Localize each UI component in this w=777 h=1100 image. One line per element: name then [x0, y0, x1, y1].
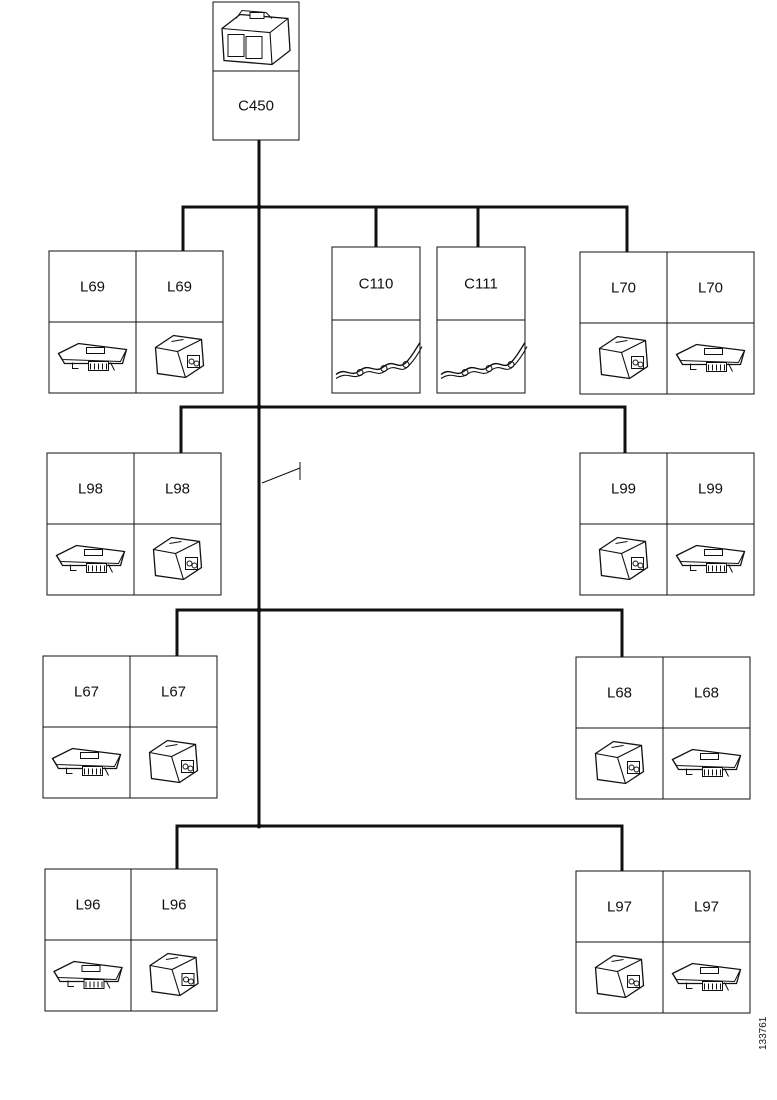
connector-label: L97 [607, 899, 632, 916]
connector-lines [175, 138, 629, 873]
connector-box-l97: L97 L97 [575, 870, 751, 1014]
connector-label: L98 [165, 481, 190, 498]
connector-label: L69 [80, 279, 105, 296]
connector-label: L70 [698, 280, 723, 297]
connector-label: L96 [75, 897, 100, 914]
junction-dot [256, 823, 262, 829]
junction-dot [256, 607, 262, 613]
connector-label: L70 [611, 280, 636, 297]
connector-box-l70: L70 L70 [579, 251, 755, 395]
connector-box-l68: L68 L68 [575, 656, 751, 800]
junction-dot [256, 204, 262, 210]
connector-box-c111: C111 [436, 246, 528, 394]
connector-label: C110 [359, 276, 394, 293]
connector-label: L99 [698, 481, 723, 498]
connector-label: L69 [167, 279, 192, 296]
connector-label: L68 [694, 685, 719, 702]
root-label: C450 [238, 98, 274, 115]
connector-label: L98 [78, 481, 103, 498]
connector-box-l96: L96 L96 [44, 868, 218, 1012]
connector-label: L67 [161, 684, 186, 701]
connector-label: L68 [607, 685, 632, 702]
connector-label: L99 [611, 481, 636, 498]
connector-box-l98: L98 L98 [46, 452, 222, 596]
callout-leader [261, 462, 301, 484]
connector-box-l99: L99 L99 [579, 452, 755, 596]
connector-label: L97 [694, 899, 719, 916]
junction-dot [256, 404, 262, 410]
connector-label: L67 [74, 684, 99, 701]
connector-label: L96 [161, 897, 186, 914]
connector-box-l69: L69 L69 [48, 250, 224, 394]
connector-box-l67: L67 L67 [42, 655, 218, 799]
root-connector-box: C450 [212, 1, 300, 141]
connector-label: C111 [464, 276, 498, 293]
connector-box-c110: C110 [331, 246, 423, 394]
figure-id: 133761 [758, 1016, 769, 1050]
